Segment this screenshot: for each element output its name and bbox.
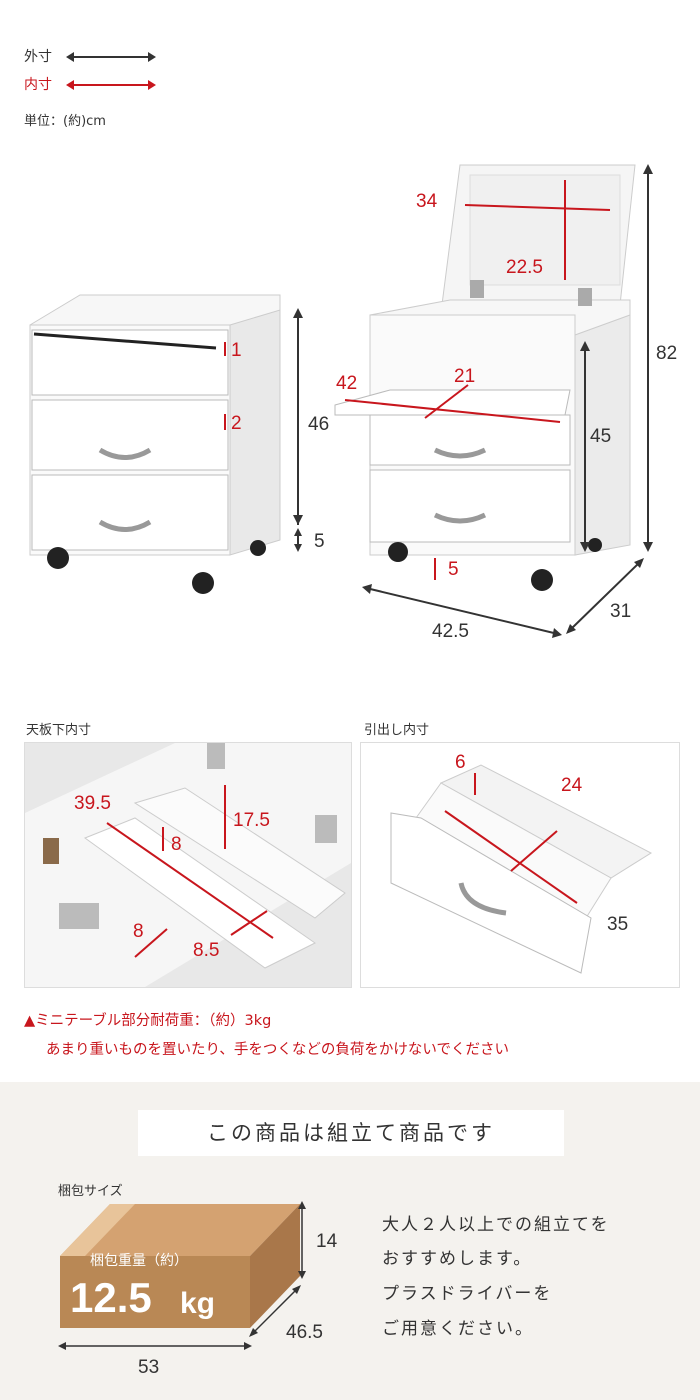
assembly-advice-line-2: おすすめします。 [382,1249,533,1269]
inner-arrow-icon [66,80,156,90]
top-inner-photo [24,742,352,988]
box-width-dim: 53 [138,1357,160,1378]
assembly-advice-line-1: 大人２人以上での組立てを [382,1215,610,1235]
mirror-width-dim: 34 [416,191,438,212]
top-inner-divider-dim: 8 [171,834,182,855]
assembly-advice-line-3: プラスドライバーを [382,1284,553,1304]
top-inner-back-depth-dim: 8.5 [193,940,220,961]
load-warning-notice: あまり重いものを置いたり、手をつくなどの負荷をかけないでください [46,1042,509,1058]
package-weight-unit: kg [180,1287,216,1320]
top-inner-front-depth-dim: 8 [133,921,144,942]
closed-height-dim: 46 [308,414,330,435]
drawer-gap-dim: 2 [231,413,242,434]
drawer-height-dim: 6 [455,752,466,773]
load-capacity-notice: ▲ミニテーブル部分耐荷重：（約）3kg [24,1013,272,1029]
mirror-height-dim: 22.5 [506,257,543,278]
box-height-dim: 14 [316,1231,338,1252]
outer-dimension-label: 外寸 [24,49,52,65]
package-weight-label: 梱包重量（約） [90,1253,188,1269]
assembly-banner: この商品は組立て商品です [138,1110,564,1156]
open-body-height-dim: 45 [590,426,612,447]
package-box-illustration [58,1201,306,1350]
table-width-dim: 42 [336,373,358,394]
top-inner-caption: 天板下内寸 [26,723,92,738]
width-dim: 42.5 [432,621,469,642]
closed-caster-dim: 5 [314,531,325,552]
assembly-advice-line-4: ご用意ください。 [382,1319,534,1339]
cabinet-closed-illustration [29,294,303,594]
table-depth-dim: 21 [454,366,476,387]
top-gap-dim: 1 [231,340,242,361]
box-depth-dim: 46.5 [286,1322,323,1343]
drawer-inner-caption: 引出し内寸 [364,723,430,738]
drawer-width-dim: 24 [561,775,583,796]
total-height-dim: 82 [656,343,678,364]
cabinet-open-illustration [334,164,653,638]
drawer-depth-dim: 35 [607,914,629,935]
top-inner-height-dim: 17.5 [233,810,270,831]
inner-dimension-label: 内寸 [24,77,52,93]
open-caster-dim: 5 [448,559,459,580]
outer-arrow-icon [66,52,156,62]
depth-dim: 31 [610,601,632,622]
top-inner-length-dim: 39.5 [74,793,111,814]
unit-label: 単位：(約)cm [24,114,106,129]
drawer-inner-photo [360,742,680,988]
package-size-label: 梱包サイズ [58,1184,123,1199]
package-weight-value: 12.5 [70,1274,152,1321]
